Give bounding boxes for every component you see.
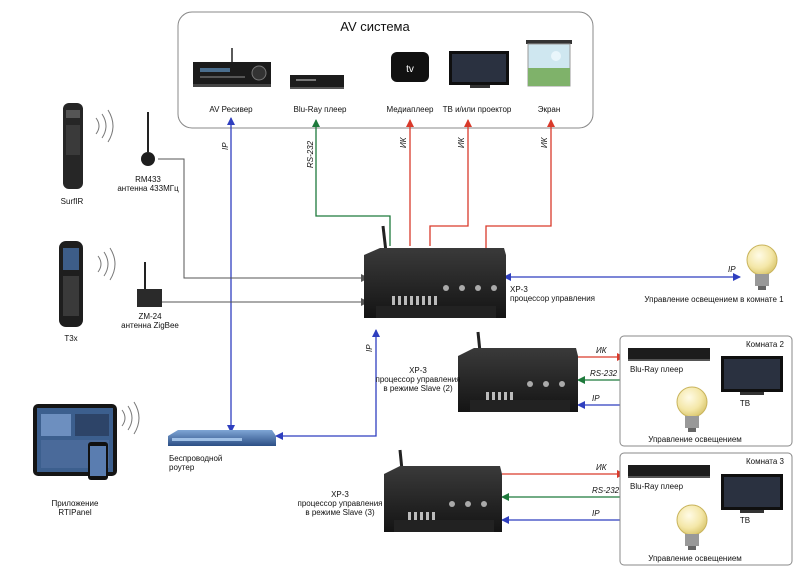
link-tv-ir — [429, 119, 472, 246]
rm433-label-model: RM433 — [135, 175, 161, 184]
ip-tag-slave3: IP — [592, 509, 600, 518]
room3-lighting-label: Управление освещением — [648, 554, 742, 563]
ip-tag-slave2: IP — [592, 394, 600, 403]
rtipanel-tablet-icon — [33, 401, 140, 480]
room2-tv-icon — [721, 356, 783, 395]
rs232-tag-bluray: RS-232 — [306, 140, 315, 168]
link-rm433-processor — [158, 158, 369, 282]
zm24-antenna-icon — [137, 262, 162, 307]
screen-label: Экран — [538, 105, 561, 114]
rs232-tag-slave2: RS-232 — [590, 369, 618, 378]
projection-screen-icon — [526, 40, 572, 87]
mediaplayer-icon: tv — [391, 52, 429, 82]
svg-text:tv: tv — [406, 64, 414, 75]
room3-bluray-icon — [628, 465, 710, 478]
xp3-slave3-label-desc: процессор управления — [297, 499, 382, 508]
av-system-group: AV система AV Ресивер Blu-Ray плеер tv М… — [177, 11, 594, 129]
room3-title: Комната 3 — [746, 457, 785, 466]
room3-lightbulb-icon — [676, 504, 708, 550]
room3-tv-label: ТВ — [740, 516, 750, 525]
av-receiver-icon — [193, 48, 271, 87]
rs232-tag-slave3: RS-232 — [592, 486, 620, 495]
av-system-frame — [177, 11, 594, 129]
xp3-slave2-label-mode: в режиме Slave (2) — [383, 384, 453, 393]
router-label-line2: роутер — [169, 463, 195, 472]
lighting-room1-label: Управление освещением в комнате 1 — [644, 295, 784, 304]
xp3-main-label-desc: процессор управления — [510, 294, 595, 303]
ir-tag-slave2: ИК — [596, 346, 608, 355]
xp3-main-processor-icon — [364, 225, 506, 318]
xp3-slave3-label-model: XP-3 — [331, 490, 349, 499]
surfir-label: SurfIR — [61, 197, 84, 206]
t3x-label: T3x — [64, 334, 77, 343]
room2-group: Комната 2 Blu-Ray плеер ТВ Управление ос… — [619, 335, 793, 447]
t3x-remote-icon — [59, 241, 116, 327]
link-screen-ir — [485, 119, 555, 250]
ip-tag-receiver: IP — [221, 142, 230, 150]
zm24-label-desc: антенна ZigBee — [121, 321, 179, 330]
ip-tag-router: IP — [365, 344, 374, 352]
xp3-main-label-model: XP-3 — [510, 285, 528, 294]
ir-tag-screen: ИК — [540, 136, 549, 148]
app-label-line2: RTIPanel — [58, 508, 91, 517]
bluray-label: Blu-Ray плеер — [293, 105, 347, 114]
rm433-antenna-icon — [141, 112, 155, 166]
link-router-processor-ip — [275, 329, 380, 440]
tv-projector-label: ТВ и/или проектор — [443, 105, 512, 114]
ip-tag-lighting1: IP — [728, 265, 736, 274]
xp3-slave2-label-model: XP-3 — [409, 366, 427, 375]
room2-bluray-icon — [628, 348, 710, 361]
router-label-line1: Беспроводной — [169, 454, 222, 463]
ir-tag-mediaplayer: ИК — [399, 136, 408, 148]
xp3-slave2-label-desc: процессор управления — [375, 375, 460, 384]
rm433-label-desc: антенна 433МГц — [117, 184, 179, 193]
room2-title: Комната 2 — [746, 340, 785, 349]
room2-bluray-label: Blu-Ray плеер — [630, 365, 684, 374]
wireless-router-icon — [168, 430, 276, 446]
mediaplayer-label: Медиаплеер — [387, 105, 435, 114]
av-receiver-label: AV Ресивер — [209, 105, 253, 114]
zm24-label-model: ZM-24 — [138, 312, 162, 321]
room2-lightbulb-icon — [676, 386, 708, 432]
av-system-title: AV система — [340, 19, 410, 34]
room3-bluray-label: Blu-Ray плеер — [630, 482, 684, 491]
lightbulb-icon — [746, 244, 778, 290]
ir-tag-tv: ИК — [457, 136, 466, 148]
room3-tv-icon — [721, 474, 783, 513]
surfir-remote-icon — [63, 103, 114, 189]
tv-icon — [449, 51, 509, 88]
room2-tv-label: ТВ — [740, 399, 750, 408]
room3-group: Комната 3 Blu-Ray плеер ТВ Управление ос… — [619, 452, 793, 566]
xp3-slave2-processor-icon — [458, 331, 578, 412]
link-bluray-rs232 — [312, 119, 391, 246]
xp3-slave3-label-mode: в режиме Slave (3) — [305, 508, 375, 517]
xp3-slave3-processor-icon — [384, 449, 502, 532]
room2-lighting-label: Управление освещением — [648, 435, 742, 444]
ir-tag-slave3: ИК — [596, 463, 608, 472]
bluray-icon — [290, 75, 344, 89]
app-label-line1: Приложение — [52, 499, 99, 508]
